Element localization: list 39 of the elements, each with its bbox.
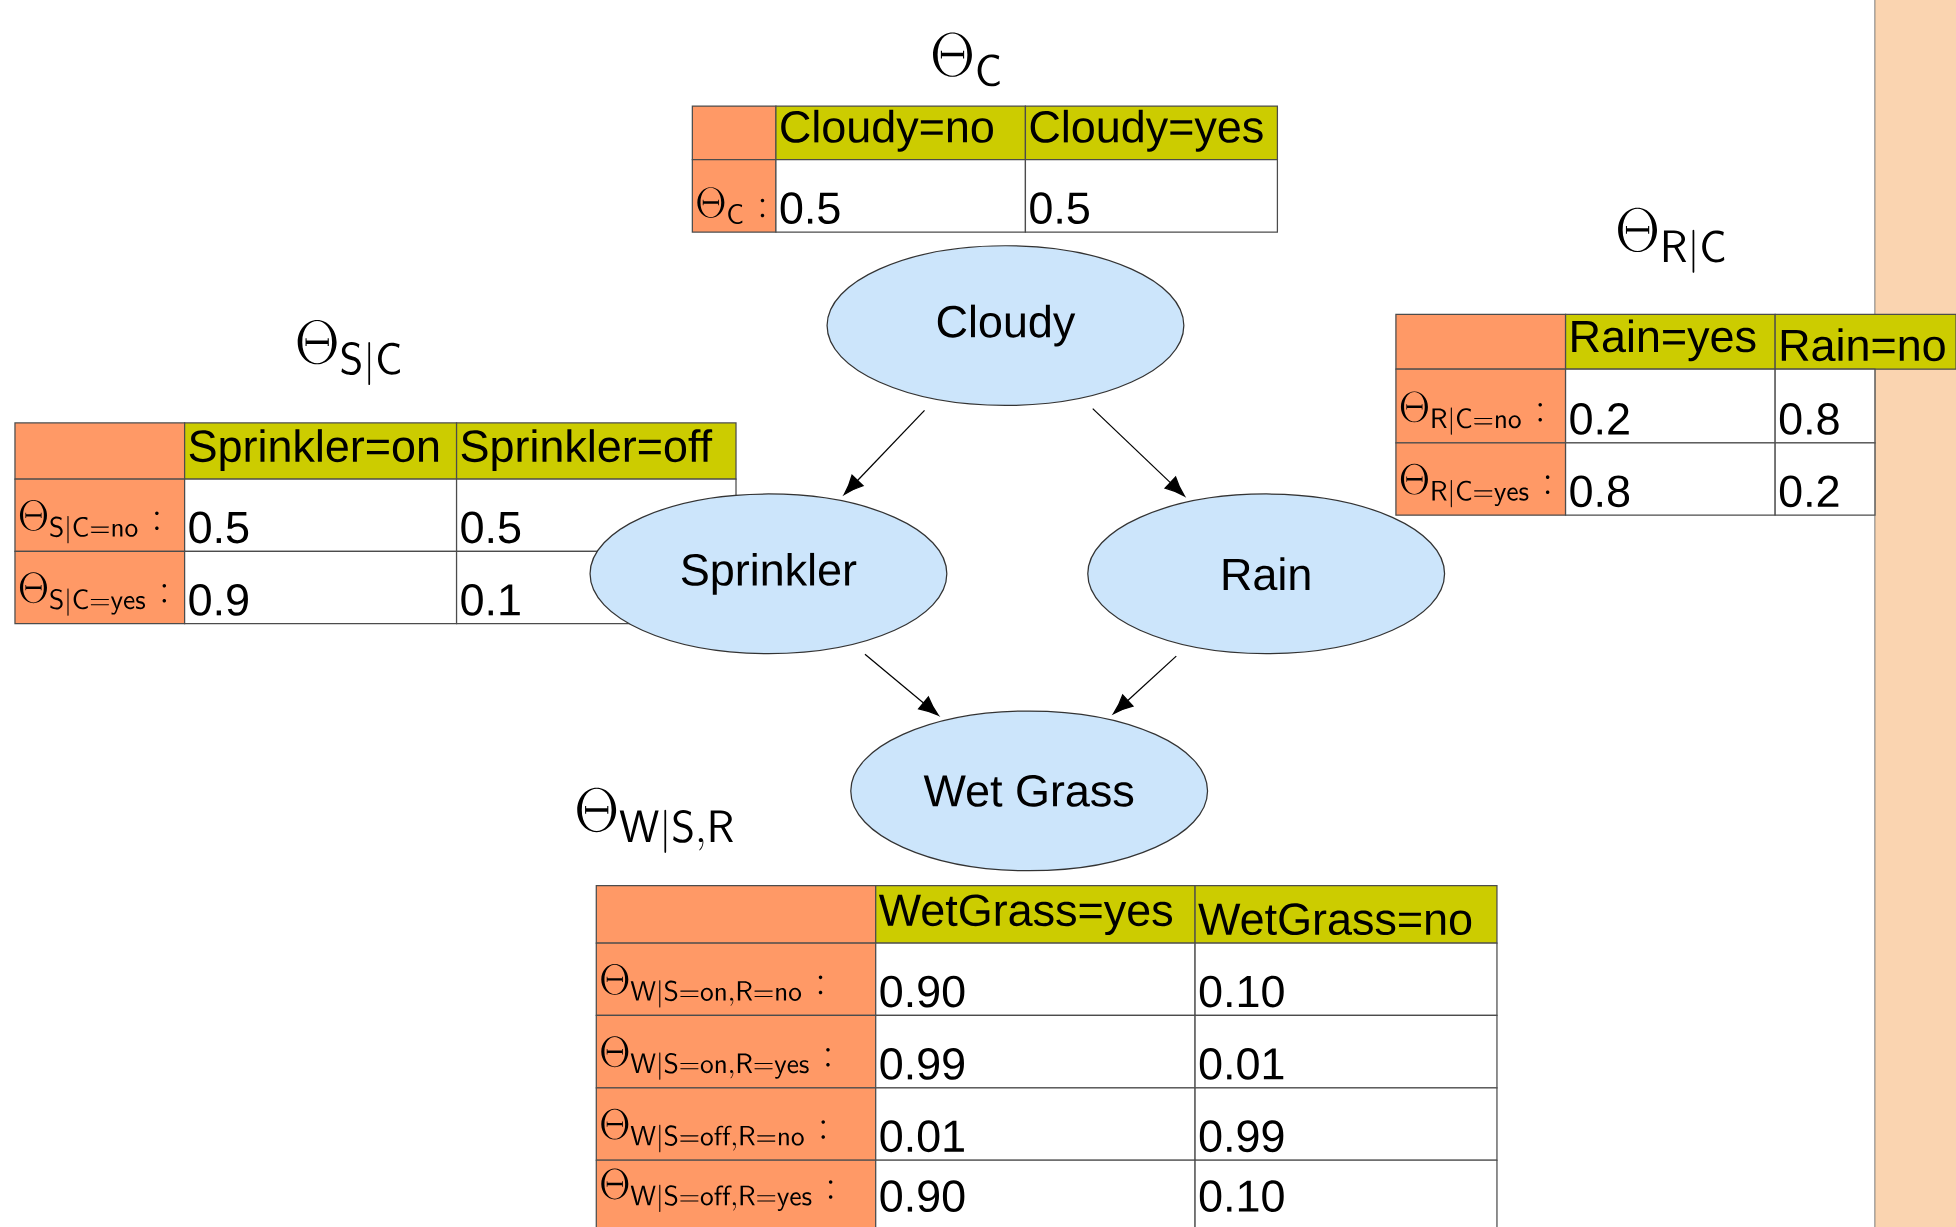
- arrow: [843, 409, 926, 495]
- table-cell: $\Theta_{\mathsf{S|C=yes}}:$: [14, 550, 186, 625]
- arrow: [1092, 407, 1185, 497]
- table-cell: $\Theta_{\mathsf{W|S=on,R=yes}}:$: [595, 1014, 877, 1089]
- arrow: [864, 653, 939, 716]
- table-cell: 0.99: [1194, 1086, 1498, 1161]
- table-cell: 0.2: [1774, 442, 1876, 516]
- parameter-label: $\Theta_{\mathsf{C}}$: [933, 32, 1000, 87]
- table-cell: WetGrass=no: [1194, 884, 1498, 944]
- table-cell: Cloudy=yes: [1024, 105, 1279, 161]
- parameter-label: $\Theta_{\mathsf{R|C}}$: [1618, 207, 1725, 273]
- table-cell: 0.01: [875, 1086, 1196, 1161]
- table-cell: $\Theta_{\mathsf{W|S=off,R=yes}}:$: [595, 1159, 877, 1227]
- table-cell: 0.99: [875, 1014, 1196, 1089]
- table-cell: 0.90: [875, 942, 1196, 1016]
- table-cell: $\Theta_{\mathsf{W|S=off,R=no}}:$: [595, 1086, 877, 1161]
- table-cell: Rain=yes: [1564, 313, 1776, 370]
- table-cell: 0.10: [1194, 1159, 1498, 1227]
- parameter-label: $\Theta_{\mathsf{S|C}}$: [297, 319, 401, 385]
- arrow: [1112, 655, 1177, 714]
- table-cell: 0.5: [775, 158, 1027, 233]
- table-cell: 0.10: [1194, 942, 1498, 1016]
- table-cell: 0.5: [184, 478, 458, 552]
- table-cell: Sprinkler=off: [455, 422, 737, 480]
- table-cell: 0.5: [1024, 158, 1279, 233]
- table-cell: 0.9: [184, 550, 458, 625]
- parameter-label: $\Theta_{\mathsf{W|S,R}}$: [577, 787, 733, 853]
- table-cell: $\Theta_{\mathsf{W|S=on,R=no}}:$: [595, 942, 877, 1016]
- table-cell: Sprinkler=on: [184, 422, 458, 480]
- table-cell: 0.8: [1774, 368, 1876, 444]
- table-cell: $\Theta_{\mathsf{S|C=no}}:$: [14, 478, 186, 552]
- table-cell: 0.90: [875, 1159, 1196, 1227]
- table-cell: WetGrass=yes: [875, 884, 1196, 944]
- table-cell: $\Theta_{\mathsf{C}}:$: [691, 158, 777, 233]
- table-cell: 0.01: [1194, 1014, 1498, 1089]
- table-cell: $\Theta_{\mathsf{R|C=no}}:$: [1395, 368, 1567, 444]
- table-cell: Cloudy=no: [775, 105, 1027, 161]
- table-cell: Rain=no: [1774, 313, 1956, 370]
- table-cell: $\Theta_{\mathsf{R|C=yes}}:$: [1395, 442, 1567, 516]
